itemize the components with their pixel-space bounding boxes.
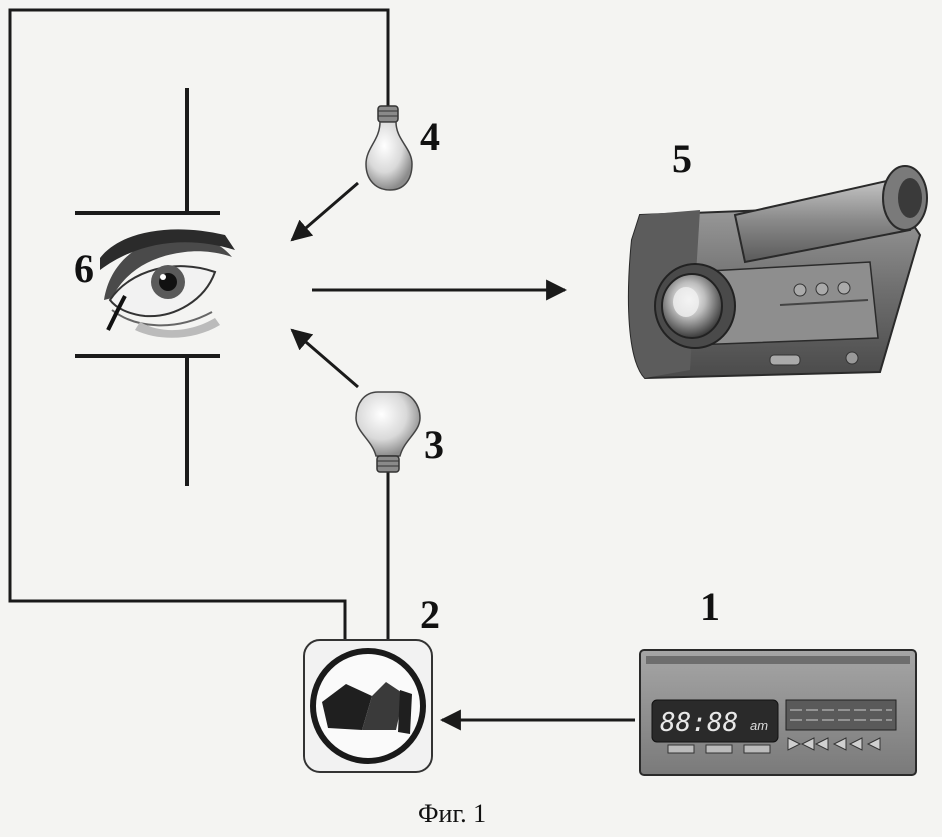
upper-lamp-icon <box>366 106 412 190</box>
lower-lamp-icon <box>356 392 420 472</box>
digital-timer-icon: 88:88 am <box>640 650 916 775</box>
label-3: 3 <box>424 422 444 467</box>
label-2: 2 <box>420 592 440 637</box>
wiring <box>10 10 388 640</box>
arrow-upper-lamp-to-eye <box>292 183 358 240</box>
arrow-lower-lamp-to-eye <box>292 330 358 387</box>
eye-icon <box>100 229 235 337</box>
relay-switch-icon <box>304 640 432 772</box>
video-camera-icon <box>629 166 927 378</box>
timer-display-ampm: am <box>750 718 768 733</box>
label-4: 4 <box>420 114 440 159</box>
label-6: 6 <box>74 246 94 291</box>
label-1: 1 <box>700 584 720 629</box>
timer-display-digits: 88:88 <box>660 708 738 738</box>
figure-caption: Фиг. 1 <box>418 799 486 828</box>
label-5: 5 <box>672 136 692 181</box>
wire-switch-to-upper-lamp <box>10 10 388 640</box>
